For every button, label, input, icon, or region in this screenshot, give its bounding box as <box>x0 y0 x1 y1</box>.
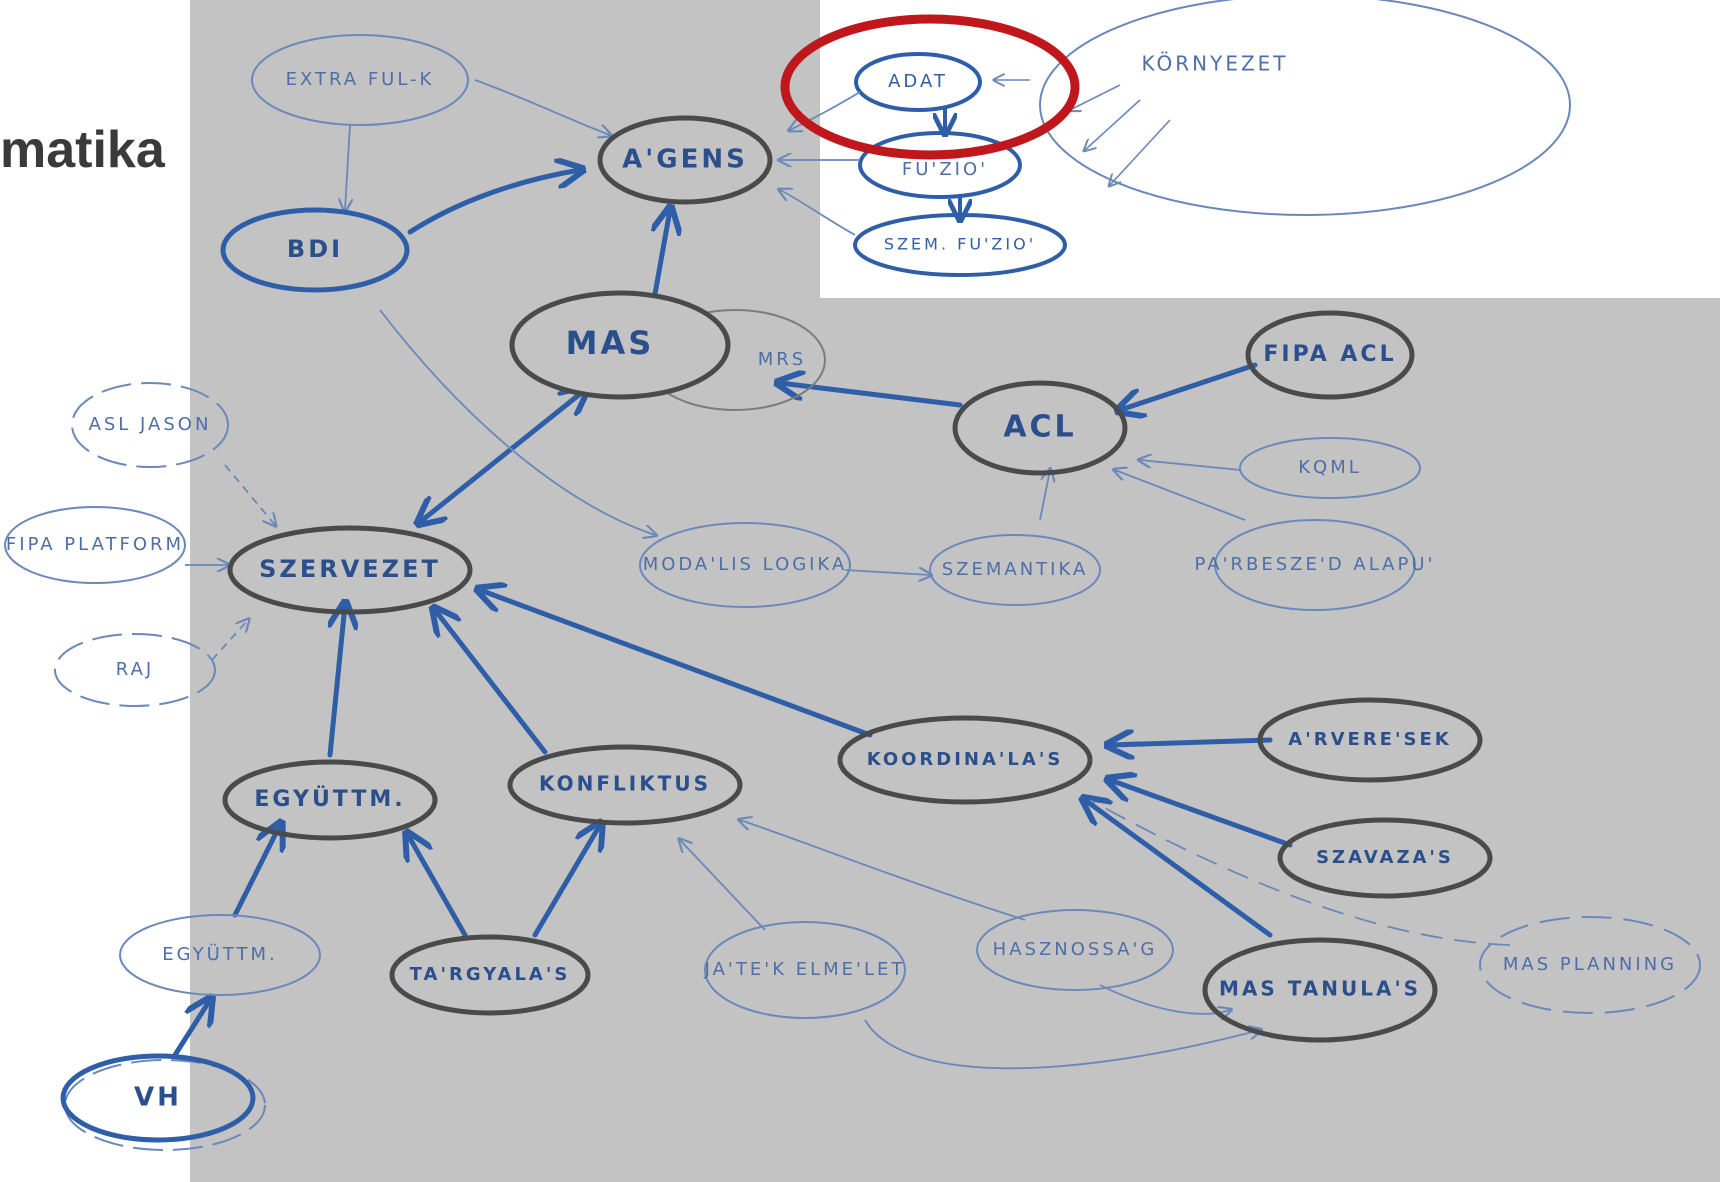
node-bdi-label: BDI <box>287 235 343 263</box>
node-fipa-platform-label: FIPA PLATFORM <box>6 534 184 555</box>
slide-title: matika <box>0 121 165 179</box>
node-egyuttm2-label: EGYÜTTM. <box>162 943 278 965</box>
node-acl-label: ACL <box>1003 410 1076 445</box>
node-koordinalas: KOORDINA'LA'S <box>837 715 1093 805</box>
node-raj: RAJ <box>54 633 216 707</box>
node-konfliktus-label: KONFLIKTUS <box>539 772 711 796</box>
node-kqml-label: KQML <box>1298 457 1362 478</box>
node-kqml: KQML <box>1239 437 1421 499</box>
node-targyalas-label: TA'RGYALA'S <box>410 964 571 985</box>
node-mas-planning-label: MAS PLANNING <box>1503 954 1677 975</box>
inset-kornyezet-label: KÖRNYEZET <box>1141 52 1288 76</box>
node-mas-label: MAS <box>566 324 655 362</box>
node-mas-planning: MAS PLANNING <box>1479 916 1701 1014</box>
thick-edges <box>172 170 1293 1058</box>
node-szemantika: SZEMANTIKA <box>929 534 1101 606</box>
node-hasznossag-label: HASZNOSSA'G <box>993 939 1158 960</box>
node-szavazas-label: SZAVAZA'S <box>1316 847 1454 868</box>
thin-edges <box>185 79 1511 1070</box>
node-hasznossag: HASZNOSSA'G <box>976 909 1174 991</box>
inset-adat-label: ADAT <box>888 71 948 92</box>
node-extra-label: EXTRA FUL-K <box>286 69 435 90</box>
node-szervezet-label: SZERVEZET <box>259 555 441 583</box>
node-szavazas: SZAVAZA'S <box>1277 817 1493 899</box>
node-arveresek-label: A'RVERE'SEK <box>1288 729 1451 750</box>
inset-panel: KÖRNYEZET ADAT FU'ZIO' SZEM. FU'ZIO' <box>780 0 1720 298</box>
node-mrs-label: MRS <box>758 349 806 370</box>
node-szemantika-label: SZEMANTIKA <box>942 559 1089 580</box>
node-egyuttm-thin: EGYÜTTM. <box>119 914 321 996</box>
node-jatekelmelet: JA'TE'K ELME'LET <box>704 921 906 1019</box>
node-fipa-acl: FIPA ACL <box>1245 310 1415 400</box>
node-modalis-label: MODA'LIS LOGIKA <box>643 554 848 575</box>
node-asl-jason: ASL JASON <box>71 382 229 468</box>
node-konfliktus: KONFLIKTUS <box>507 744 743 826</box>
node-mas-tanulas-label: MAS TANULA'S <box>1219 977 1421 1001</box>
node-koordinalas-label: KOORDINA'LA'S <box>867 749 1064 770</box>
node-extra-ful-k: EXTRA FUL-K <box>251 34 469 126</box>
node-jatekelmelet-label: JA'TE'K ELME'LET <box>704 959 906 980</box>
node-targyalas: TA'RGYALA'S <box>389 934 591 1016</box>
node-mas-tanulas: MAS TANULA'S <box>1202 937 1438 1043</box>
node-raj-label: RAJ <box>116 659 154 680</box>
node-fipa-acl-label: FIPA ACL <box>1263 342 1396 367</box>
node-szervezet: SZERVEZET <box>227 525 473 615</box>
node-fipa-platform: FIPA PLATFORM <box>4 506 186 584</box>
node-acl: ACL <box>952 380 1128 476</box>
node-egyuttm-label: EGYÜTTM. <box>254 786 405 812</box>
node-egyuttm: EGYÜTTM. <box>222 759 438 841</box>
node-agens: A'GENS <box>597 115 773 205</box>
node-agens-label: A'GENS <box>622 145 748 175</box>
node-vh: VH <box>60 1053 266 1151</box>
node-parbeszed-label: PA'RBESZE'D ALAPU' <box>1195 554 1436 575</box>
node-mas: MAS MRS <box>509 290 826 411</box>
node-vh-label: VH <box>134 1083 182 1113</box>
highlight-circle <box>780 14 1080 160</box>
node-asl-label: ASL JASON <box>89 414 212 435</box>
node-parbeszed-alapu: PA'RBESZE'D ALAPU' <box>1195 519 1436 611</box>
node-modalis-logika: MODA'LIS LOGIKA <box>639 522 851 608</box>
node-arveresek: A'RVERE'SEK <box>1257 697 1483 783</box>
inset-fuzio-label: FU'ZIO' <box>902 159 988 180</box>
node-bdi: BDI <box>220 207 410 293</box>
inset-szem-fuzio-label: SZEM. FU'ZIO' <box>884 235 1036 254</box>
